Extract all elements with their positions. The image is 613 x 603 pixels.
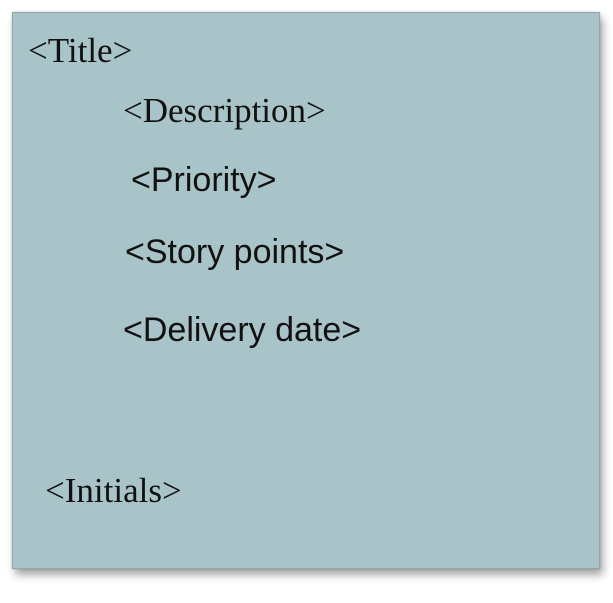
story-points-placeholder: <Story points> [125, 233, 345, 271]
priority-placeholder: <Priority> [131, 161, 277, 199]
delivery-date-placeholder: <Delivery date> [123, 311, 362, 349]
description-placeholder: <Description> [123, 91, 326, 130]
story-card: <Title> <Description> <Priority> <Story … [12, 12, 600, 569]
initials-placeholder: <Initials> [45, 471, 182, 510]
title-placeholder: <Title> [28, 31, 133, 70]
